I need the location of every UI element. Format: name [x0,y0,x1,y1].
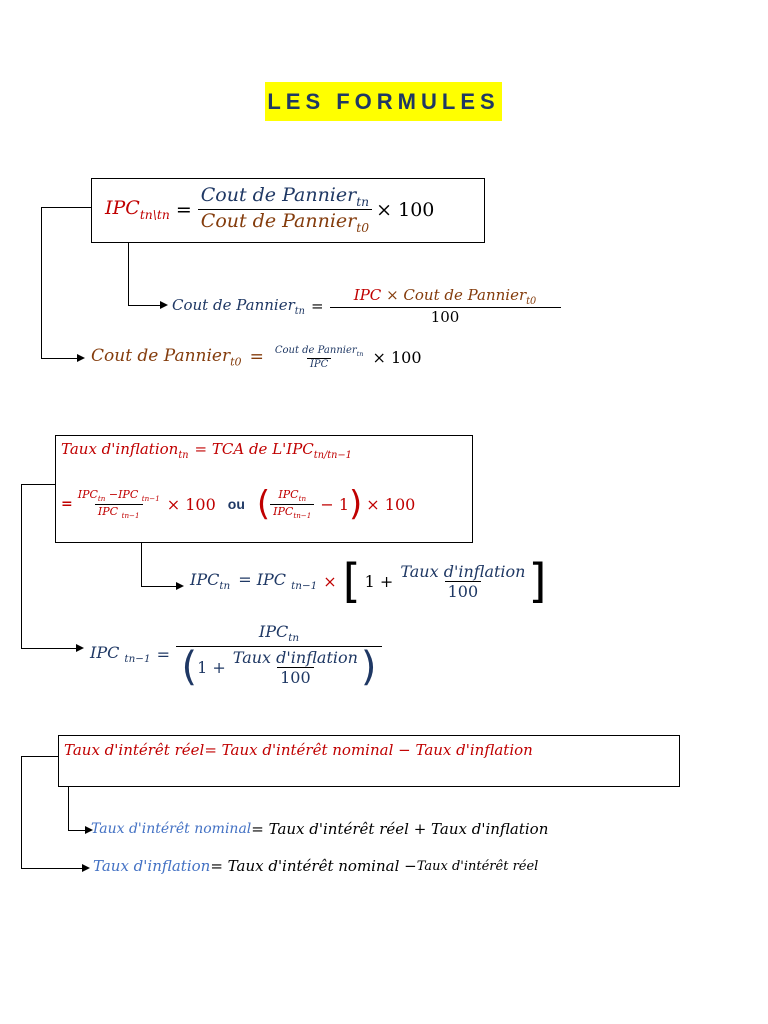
ipc-fraction: Cout de Panniertn Cout de Panniert0 [197,184,373,235]
cout-t0-formula: Cout de Panniert0 = Cout de Panniertn IP… [91,344,422,370]
inflation-from-interest-formula: Taux d'inflation = Taux d'intérêt nomina… [93,857,539,875]
inflation-def: Taux d'inflationtn = TCA de L'IPCtn/tn−1 [61,440,352,461]
times-100: × 100 [376,198,435,221]
inflation-calc: = IPCtn −IPC tn−1 IPC tn−1 × 100 ou ( IP… [61,484,416,524]
arrow-right-icon [160,301,168,309]
inflation-formula-box [55,435,473,543]
interest-formula-box [58,735,680,787]
arrow-right-icon [85,826,93,834]
cout-tn-formula: Cout de Panniertn = IPC × Cout de Pannie… [172,280,561,332]
ipc-main-formula: IPCtn\tn = Cout de Panniertn Cout de Pan… [105,184,435,235]
arrow-right-icon [82,864,90,872]
ipc-formula-box [91,178,485,243]
real-interest-formula: Taux d'intérêt réel = Taux d'intérêt nom… [64,741,533,759]
arrow-right-icon [77,354,85,362]
ipc-tn-formula: IPCtn = IPC tn−1 × [ 1 + Taux d'inflatio… [190,554,547,608]
arrow-right-icon [76,644,84,652]
nominal-interest-formula: Taux d'intérêt nominal = Taux d'intérêt … [91,820,549,838]
ipc-tn-1-formula: IPC tn−1 = IPCtn ( 1 + Taux d'inflation … [90,617,383,692]
arrow-right-icon [176,582,184,590]
ipc-lhs: IPCtn\tn [105,197,170,222]
page-title: LES FORMULES [265,82,502,121]
